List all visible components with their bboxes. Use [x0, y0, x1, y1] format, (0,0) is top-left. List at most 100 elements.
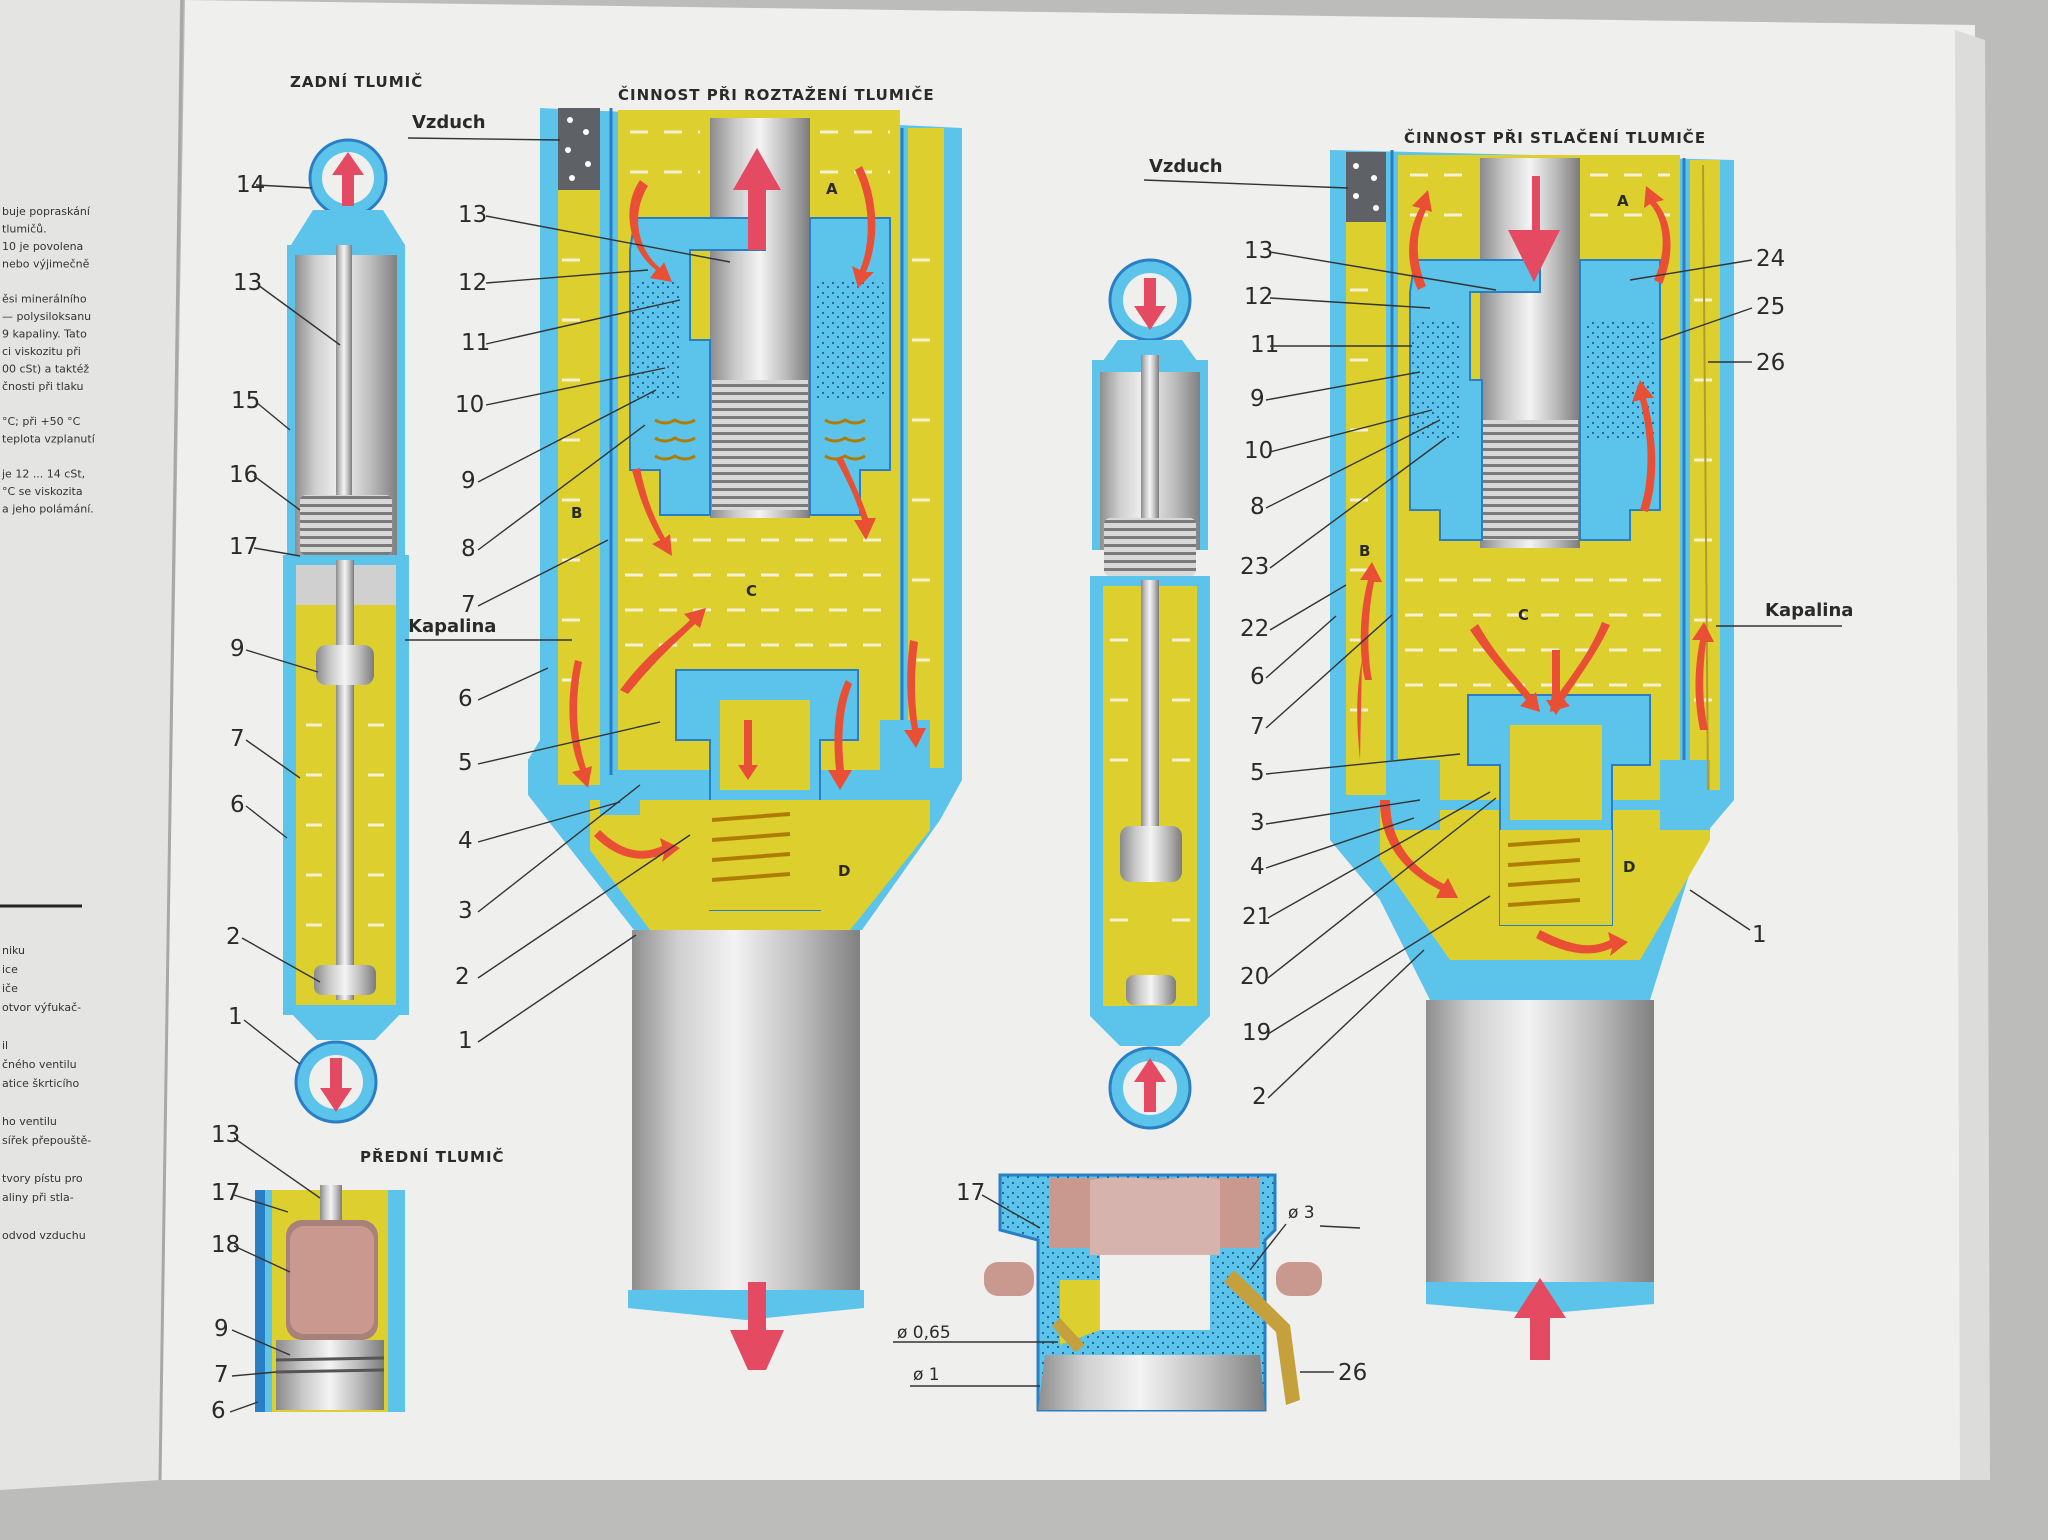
cmp-air-label: Vzduch: [1149, 156, 1223, 177]
ext-chamber-C: C: [746, 582, 757, 600]
cmp-callout-20: 20: [1240, 964, 1269, 990]
left-page-line-7: 9 kapaliny. Tato: [2, 328, 87, 341]
up-arrow-icon: [1134, 1058, 1166, 1112]
ext-chamber-D: D: [838, 862, 850, 880]
rear-callout-7: 7: [230, 726, 245, 752]
flow-arrow-icon: [569, 166, 926, 862]
cmp-callout-19: 19: [1242, 1020, 1271, 1046]
down-arrow-icon: [320, 1058, 352, 1112]
cmp-callout-7: 7: [1250, 714, 1265, 740]
detail-callouts: 17 ø 3 ø 0,65 ø 1 26: [893, 1180, 1367, 1387]
rear-callout-6: 6: [230, 792, 245, 818]
cmp-callout-26: 26: [1756, 350, 1785, 376]
left-page-text: buje popraskání tlumičů. 10 je povolena neb…: [1, 205, 96, 516]
cmp-chamber-B: B: [1359, 542, 1370, 560]
cmp-callout-6: 6: [1250, 664, 1265, 690]
rear-callout-15: 15: [231, 388, 260, 414]
rear-callout-13: 13: [233, 270, 262, 296]
rear-damper-title: ZADNÍ TLUMIČ: [290, 72, 423, 91]
flow-arrow-icon: [1357, 186, 1714, 956]
ext-callout-6: 6: [458, 686, 473, 712]
ext-callout-5: 5: [458, 750, 473, 776]
front-callout-6: 6: [211, 1398, 226, 1424]
left-page-line-10: čnosti při tlaku: [2, 380, 84, 393]
cmp-callout-2: 2: [1252, 1084, 1267, 1110]
cmp-callout-11: 11: [1250, 332, 1279, 358]
front-callout-7: 7: [214, 1362, 229, 1388]
left-page-line-9: 00 cSt) a taktéž: [2, 363, 89, 376]
ext-callout-13: 13: [458, 202, 487, 228]
front-damper-title: PŘEDNÍ TLUMIČ: [360, 1147, 505, 1166]
cmp-callout-13: 13: [1244, 238, 1273, 264]
left-legend-line-3: otvor výfukač-: [2, 1001, 81, 1014]
extension-callouts: Vzduch Kapalina 13 12 11 10 9 8 7 6 5 4 …: [405, 112, 731, 1054]
ext-callout-12: 12: [458, 270, 487, 296]
left-legend-line-0: niku: [2, 944, 25, 957]
down-arrow-icon: [1134, 278, 1166, 330]
left-legend-line-6: čného ventilu: [2, 1058, 77, 1071]
ext-callout-11: 11: [461, 330, 490, 356]
left-page-line-0: buje popraskání: [2, 205, 91, 218]
ext-chamber-B: B: [571, 504, 582, 522]
cmp-callout-12: 12: [1244, 284, 1273, 310]
air-pocket: [1346, 152, 1386, 222]
front-damper-diagram: [255, 1185, 405, 1412]
left-page-line-2: 10 je povolena: [2, 240, 83, 253]
left-legend-line-15: odvod vzduchu: [2, 1229, 86, 1242]
cmp-chamber-D: D: [1623, 858, 1635, 876]
left-page-line-3: nebo výjimečně: [2, 258, 90, 271]
left-page-line-12: °C; při +50 °C: [2, 415, 81, 428]
left-page-line-6: — polysiloksanu: [2, 310, 91, 323]
cmp-callout-21: 21: [1242, 904, 1271, 930]
detail-callout-26: 26: [1338, 1360, 1367, 1386]
front-callout-17: 17: [211, 1180, 240, 1206]
extension-diagram: A B C D: [528, 108, 962, 1370]
up-arrow-icon: [332, 152, 364, 206]
book-gutter: [158, 0, 184, 1481]
cmp-callout-5: 5: [1250, 760, 1265, 786]
cmp-callout-25: 25: [1756, 294, 1785, 320]
rear-callout-16: 16: [229, 462, 258, 488]
ext-callout-10: 10: [455, 392, 484, 418]
extension-title: ČINNOST PŘI ROZTAŽENÍ TLUMIČE: [618, 85, 935, 104]
left-legend-line-13: aliny při stla-: [2, 1191, 74, 1204]
down-arrow-icon: [1508, 176, 1560, 282]
left-legend-line-2: iče: [2, 982, 18, 995]
ext-callout-3: 3: [458, 898, 473, 924]
rear-callout-17: 17: [229, 534, 258, 560]
left-page-line-8: ci viskozitu při: [2, 345, 81, 358]
page-edges: [1955, 30, 1990, 1480]
cmp-callout-24: 24: [1756, 246, 1785, 272]
ext-callout-9: 9: [461, 468, 476, 494]
detail-callout-17: 17: [956, 1180, 985, 1206]
detail-callout-dia3: ø 3: [1288, 1203, 1315, 1223]
left-page-line-1: tlumičů.: [2, 223, 47, 236]
down-arrow-icon: [730, 1282, 784, 1370]
up-arrow-icon: [733, 148, 781, 250]
left-legend-line-5: il: [2, 1039, 8, 1052]
cmp-callout-1: 1: [1752, 922, 1767, 948]
left-page-line-17: a jeho polámání.: [2, 503, 94, 516]
up-arrow-icon: [1514, 1278, 1566, 1360]
cmp-chamber-A: A: [1617, 192, 1629, 210]
cmp-fluid-label: Kapalina: [1765, 600, 1853, 621]
ext-callout-7: 7: [461, 592, 476, 618]
cmp-callout-8: 8: [1250, 494, 1265, 520]
valve-detail-diagram: [984, 1173, 1322, 1412]
detail-callout-dia1: ø 1: [913, 1365, 940, 1385]
rear-callout-2: 2: [226, 924, 241, 950]
ext-chamber-A: A: [826, 180, 838, 198]
front-callout-9: 9: [214, 1316, 229, 1342]
cmp-callout-3: 3: [1250, 810, 1265, 836]
ext-callout-2: 2: [455, 964, 470, 990]
left-legend-line-10: sířek přepouště-: [2, 1134, 91, 1147]
left-legend-line-1: ice: [2, 963, 18, 976]
left-legend-line-9: ho ventilu: [2, 1115, 57, 1128]
left-page-line-13: teplota vzplanutí: [2, 433, 96, 446]
cmp-callout-23: 23: [1240, 554, 1269, 580]
cmp-callout-22: 22: [1240, 616, 1269, 642]
left-page-line-15: je 12 ... 14 cSt,: [1, 468, 85, 481]
air-pocket: [558, 108, 600, 190]
left-page: [0, 0, 180, 1490]
compression-diagram: A B C D: [1330, 150, 1734, 1360]
